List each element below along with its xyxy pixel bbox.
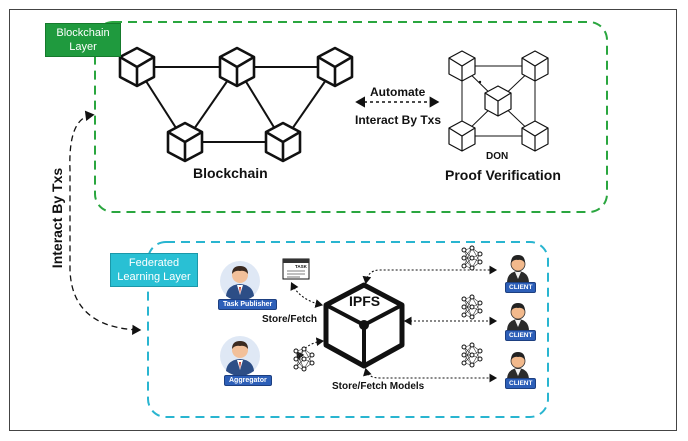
blockchain-node-icon [118,46,156,88]
blockchain-label: Blockchain [193,165,268,181]
task-publisher-badge: Task Publisher [218,299,278,310]
model-icon [461,342,483,368]
task-document-icon: TASK [282,258,310,280]
proof-verification-label: Proof Verification [445,167,561,183]
client-avatar-icon [506,351,530,381]
federated-layer-box [147,241,549,418]
model-icon [461,245,483,271]
blockchain-node-icon [316,46,354,88]
federated-layer-tag-line2: Learning Layer [117,271,191,283]
task-publisher-avatar-icon [220,261,260,301]
client-badge: CLIENT [505,330,537,341]
model-icon [293,346,315,372]
blockchain-node-icon [218,46,256,88]
store-fetch-models-label: Store/Fetch Models [332,381,425,392]
federated-layer-tag: Federated Learning Layer [110,253,198,287]
ipfs-icon [323,282,405,369]
client-badge: CLIENT [505,282,537,293]
don-node-icon [448,50,476,82]
don-node-icon [484,85,512,117]
interact-by-txs-label: Interact By Txs [355,113,442,127]
interact-by-txs-vertical-label: Interact By Txs [49,168,65,269]
client-avatar-icon [506,302,530,332]
don-label: DON [486,151,509,162]
federated-layer-tag-line1: Federated [128,257,180,269]
blockchain-node-icon [264,121,302,163]
aggregator-avatar-icon [220,336,260,376]
don-node-icon [521,120,549,152]
svg-text:TASK: TASK [295,264,308,269]
ipfs-label: IPFS [349,293,381,309]
client-avatar-icon [506,254,530,284]
aggregator-badge: Aggregator [224,375,272,386]
don-node-icon [448,120,476,152]
blockchain-layer-tag-line2: Layer [69,41,97,53]
store-fetch-label: Store/Fetch [262,314,318,325]
blockchain-node-icon [166,121,204,163]
don-node-icon [521,50,549,82]
blockchain-layer-box [94,21,608,213]
federated-links [290,265,498,383]
diagram-frame [9,9,677,431]
model-icon [461,294,483,320]
automate-label: Automate [370,85,426,99]
client-badge: CLIENT [505,378,537,389]
interact-by-txs-arrow [69,110,142,335]
blockchain-layer-tag-line1: Blockchain [56,27,110,39]
blockchain-layer-tag: Blockchain Layer [45,23,121,57]
